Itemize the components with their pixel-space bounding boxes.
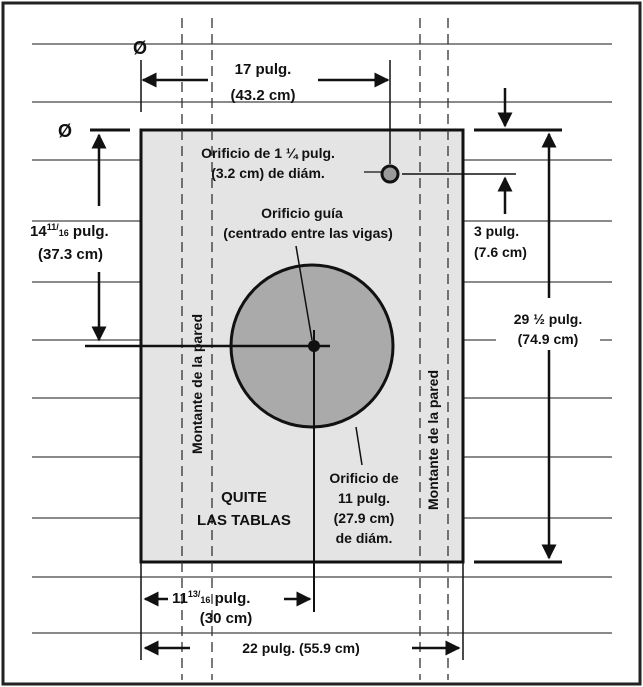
label-remove-1: QUITE bbox=[221, 489, 267, 506]
label-big-hole-3: (27.9 cm) bbox=[334, 510, 395, 526]
label-big-hole-1: Orificio de bbox=[329, 470, 398, 486]
label-stud-left: Montante de la pared bbox=[189, 314, 205, 454]
label-left-height-cm: (37.3 cm) bbox=[38, 246, 103, 263]
label-big-hole-2: 11 pulg. bbox=[338, 490, 390, 506]
left-height-unit: pulg. bbox=[69, 223, 109, 240]
left-height-sup: 11 bbox=[47, 222, 57, 232]
label-bottom-11: 1113/16 pulg. bbox=[172, 589, 250, 607]
label-17-cm: (43.2 cm) bbox=[230, 87, 295, 104]
label-pilot-1: Orificio guía bbox=[261, 205, 343, 221]
leader-large-hole bbox=[355, 426, 363, 466]
bottom-11-sub: 16 bbox=[200, 595, 210, 605]
label-stud-right: Montante de la pared bbox=[425, 370, 441, 510]
bottom-11-slash: / bbox=[198, 589, 201, 599]
small-hole bbox=[380, 164, 400, 184]
zero-symbol-top: Ø bbox=[133, 38, 147, 58]
pilot-hole-dot bbox=[308, 340, 320, 352]
left-height-sub: 16 bbox=[59, 228, 69, 238]
zero-symbol-left: Ø bbox=[58, 121, 72, 141]
bottom-11-unit: pulg. bbox=[210, 590, 250, 607]
label-right-29: 29 ½ pulg. bbox=[514, 311, 582, 327]
label-small-hole-1: Orificio de 1 ¼ pulg. bbox=[201, 145, 335, 161]
label-remove-2: LAS TABLAS bbox=[197, 512, 291, 529]
label-small-hole-2: (3.2 cm) de diám. bbox=[211, 165, 325, 181]
label-right-29-cm: (74.9 cm) bbox=[518, 331, 579, 347]
left-height-slash: / bbox=[56, 222, 59, 232]
bottom-11-sup: 13 bbox=[188, 589, 198, 599]
label-left-height: 1411/16 pulg. bbox=[30, 222, 109, 240]
stud-lines bbox=[181, 18, 449, 680]
label-right-3: 3 pulg. bbox=[474, 223, 519, 239]
label-29-bg bbox=[496, 306, 600, 348]
bottom-11-whole: 11 bbox=[172, 590, 188, 607]
label-right-3-cm: (7.6 cm) bbox=[474, 244, 527, 260]
label-pilot-2: (centrado entre las vigas) bbox=[223, 225, 393, 241]
label-17-pulg: 17 pulg. bbox=[235, 61, 292, 78]
label-bottom-11-cm: (30 cm) bbox=[200, 610, 253, 627]
left-height-whole: 14 bbox=[30, 223, 47, 240]
label-big-hole-4: de diám. bbox=[336, 530, 393, 546]
leader-pilot bbox=[295, 245, 313, 341]
label-bottom-22: 22 pulg. (55.9 cm) bbox=[242, 640, 359, 656]
